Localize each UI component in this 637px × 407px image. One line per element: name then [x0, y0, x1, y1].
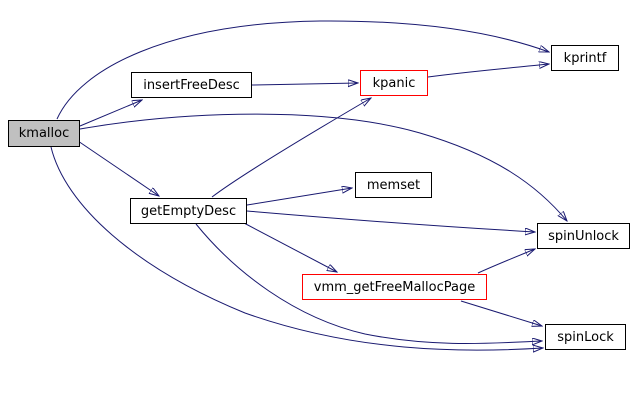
edge-getEmptyDesc-to-spinUnlock [246, 210, 535, 232]
edge-vmm_getFreeMallocPage-to-spinUnlock [477, 249, 535, 274]
node-kprintf[interactable]: kprintf [551, 45, 619, 71]
edge-vmm_getFreeMallocPage-to-spinLock [460, 300, 542, 326]
edge-kmalloc-to-insertFreeDesc [79, 100, 142, 127]
edge-getEmptyDesc-to-memset [246, 188, 352, 206]
node-kmalloc: kmalloc [8, 120, 80, 147]
edge-getEmptyDesc-to-kpanic [211, 98, 371, 198]
node-memset-label: memset [366, 177, 421, 193]
node-kprintf-label: kprintf [563, 50, 607, 66]
node-vmm_getFreeMallocPage[interactable]: vmm_getFreeMallocPage [302, 274, 487, 300]
node-insertFreeDesc-label: insertFreeDesc [143, 77, 240, 93]
node-vmm_getFreeMallocPage-label: vmm_getFreeMallocPage [313, 279, 476, 295]
node-memset[interactable]: memset [355, 172, 432, 198]
edge-getEmptyDesc-to-vmm_getFreeMallocPage [243, 222, 337, 272]
edge-insertFreeDesc-to-kpanic [251, 83, 358, 85]
edge-kmalloc-to-getEmptyDesc [77, 140, 159, 196]
node-getEmptyDesc[interactable]: getEmptyDesc [130, 198, 247, 224]
node-spinLock[interactable]: spinLock [545, 324, 626, 350]
node-insertFreeDesc[interactable]: insertFreeDesc [131, 72, 252, 98]
edge-kpanic-to-kprintf [427, 64, 549, 78]
node-spinUnlock[interactable]: spinUnlock [537, 223, 630, 249]
node-kpanic-label: kpanic [372, 75, 416, 91]
node-spinLock-label: spinLock [557, 329, 614, 345]
edge-kmalloc-to-spinLock [50, 146, 543, 350]
node-kpanic[interactable]: kpanic [360, 70, 428, 96]
node-getEmptyDesc-label: getEmptyDesc [140, 203, 237, 219]
node-kmalloc-label: kmalloc [18, 126, 70, 141]
edge-getEmptyDesc-to-spinLock [195, 223, 542, 344]
edge-kmalloc-to-spinUnlock [79, 113, 567, 221]
edge-kmalloc-to-kprintf [56, 20, 549, 120]
node-spinUnlock-label: spinUnlock [548, 228, 619, 244]
